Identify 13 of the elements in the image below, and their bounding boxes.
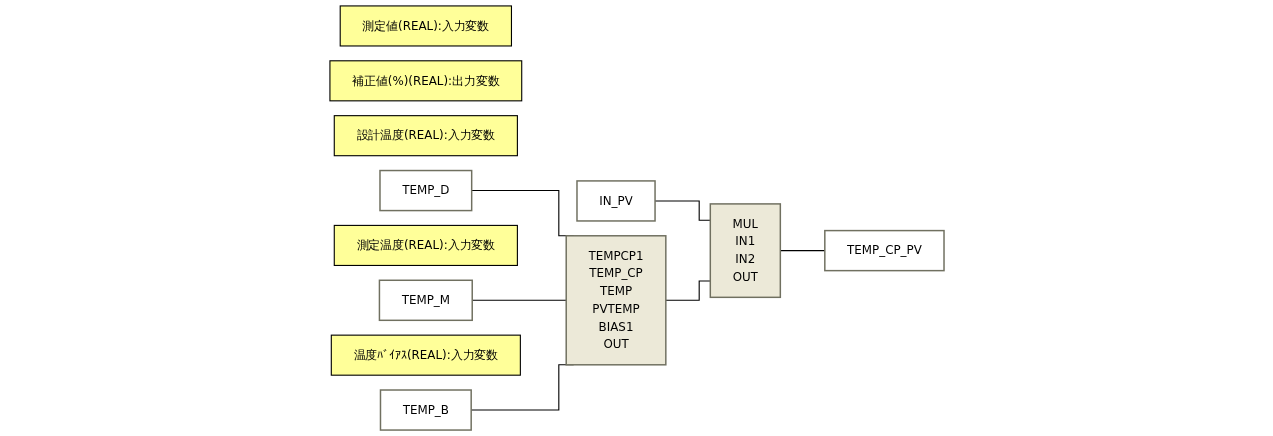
node-box: 温度ﾊﾞｲｱｽ(REAL):入力変数 xyxy=(330,334,521,376)
node-box: 測定値(REAL):入力変数 xyxy=(339,5,512,47)
node-box: 設計温度(REAL):入力変数 xyxy=(333,115,518,157)
node-box: 測定温度(REAL):入力変数 xyxy=(333,224,518,266)
connector xyxy=(779,250,825,252)
node-box: TEMP_B xyxy=(379,389,472,431)
node-box: MUL IN1 IN2 OUT xyxy=(709,203,781,299)
node-box: TEMP_M xyxy=(378,279,473,322)
node-box: IN_PV xyxy=(575,180,656,222)
node-box: TEMP_D xyxy=(378,169,472,212)
node-box: TEMPCP1 TEMP_CP TEMP PVTEMP BIAS1 OUT xyxy=(565,235,667,366)
node-box: 補正値(%)(REAL):出力変数 xyxy=(328,60,522,102)
node-box: TEMP_CP_PV xyxy=(823,229,945,272)
